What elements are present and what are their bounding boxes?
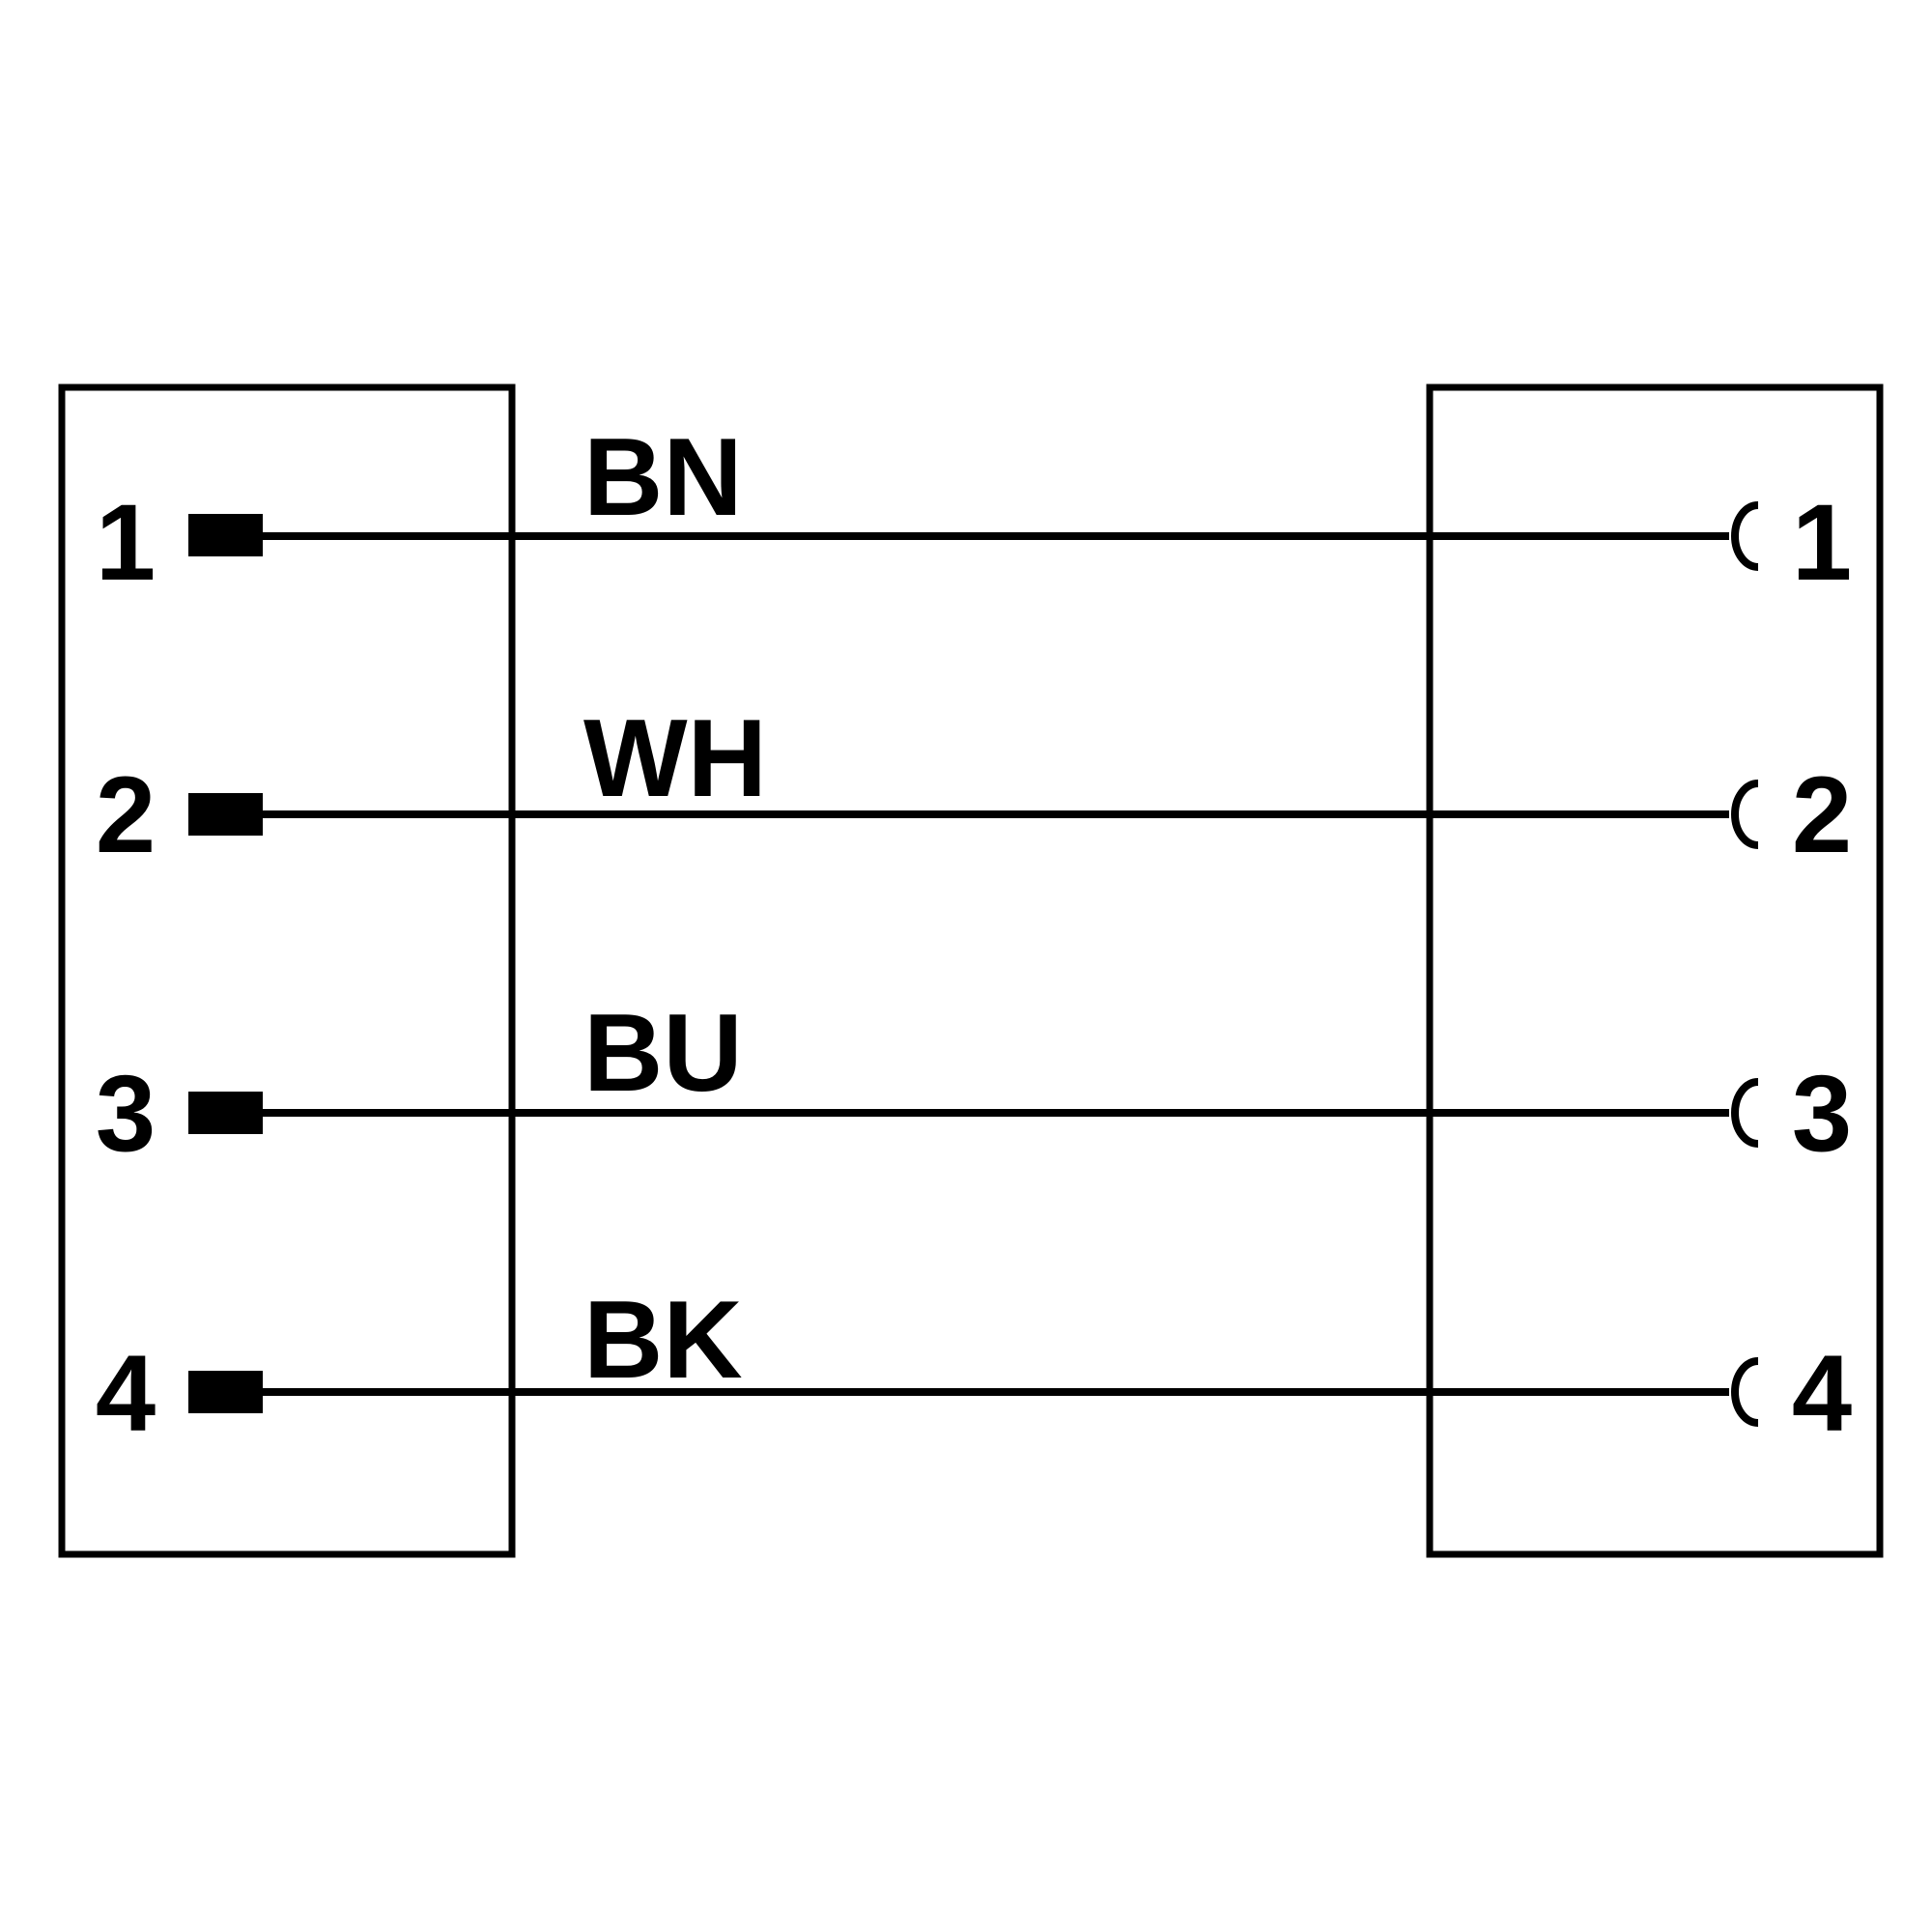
left-pin-contact xyxy=(188,793,263,836)
left-pin-contact xyxy=(188,1371,263,1413)
right-pin-number: 3 xyxy=(1792,1053,1852,1174)
wire-row-4: 4 4 BK xyxy=(96,1279,1852,1454)
wire-color-code: BU xyxy=(583,992,743,1115)
right-socket-contact xyxy=(1731,1078,1759,1148)
wire-color-code: WH xyxy=(583,697,767,820)
wire-color-code: BK xyxy=(583,1279,743,1402)
left-pin-contact xyxy=(188,514,263,556)
right-pin-number: 2 xyxy=(1792,754,1852,875)
right-pin-number: 4 xyxy=(1792,1333,1852,1454)
right-socket-contact xyxy=(1731,780,1759,849)
left-pin-number: 2 xyxy=(96,754,156,875)
left-pin-number: 3 xyxy=(96,1053,156,1174)
left-pin-number: 1 xyxy=(96,482,156,603)
wire-row-2: 2 2 WH xyxy=(96,697,1852,875)
left-pin-contact xyxy=(188,1092,263,1134)
wire-row-1: 1 1 BN xyxy=(96,416,1852,603)
right-pin-number: 1 xyxy=(1792,482,1852,603)
left-connector-housing xyxy=(58,384,516,1558)
right-connector-housing xyxy=(1426,384,1884,1558)
left-pin-number: 4 xyxy=(96,1333,156,1454)
right-socket-contact xyxy=(1731,1357,1759,1427)
wire-color-code: BN xyxy=(583,416,743,539)
wire-row-3: 3 3 BU xyxy=(96,992,1852,1174)
right-socket-contact xyxy=(1731,501,1759,571)
